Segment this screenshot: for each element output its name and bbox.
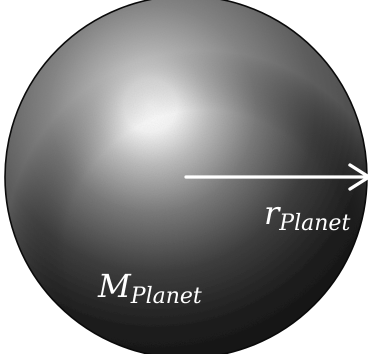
radius-subscript: Planet [278,211,350,236]
mass-subscript: Planet [130,284,202,309]
mass-symbol: M [97,267,132,305]
